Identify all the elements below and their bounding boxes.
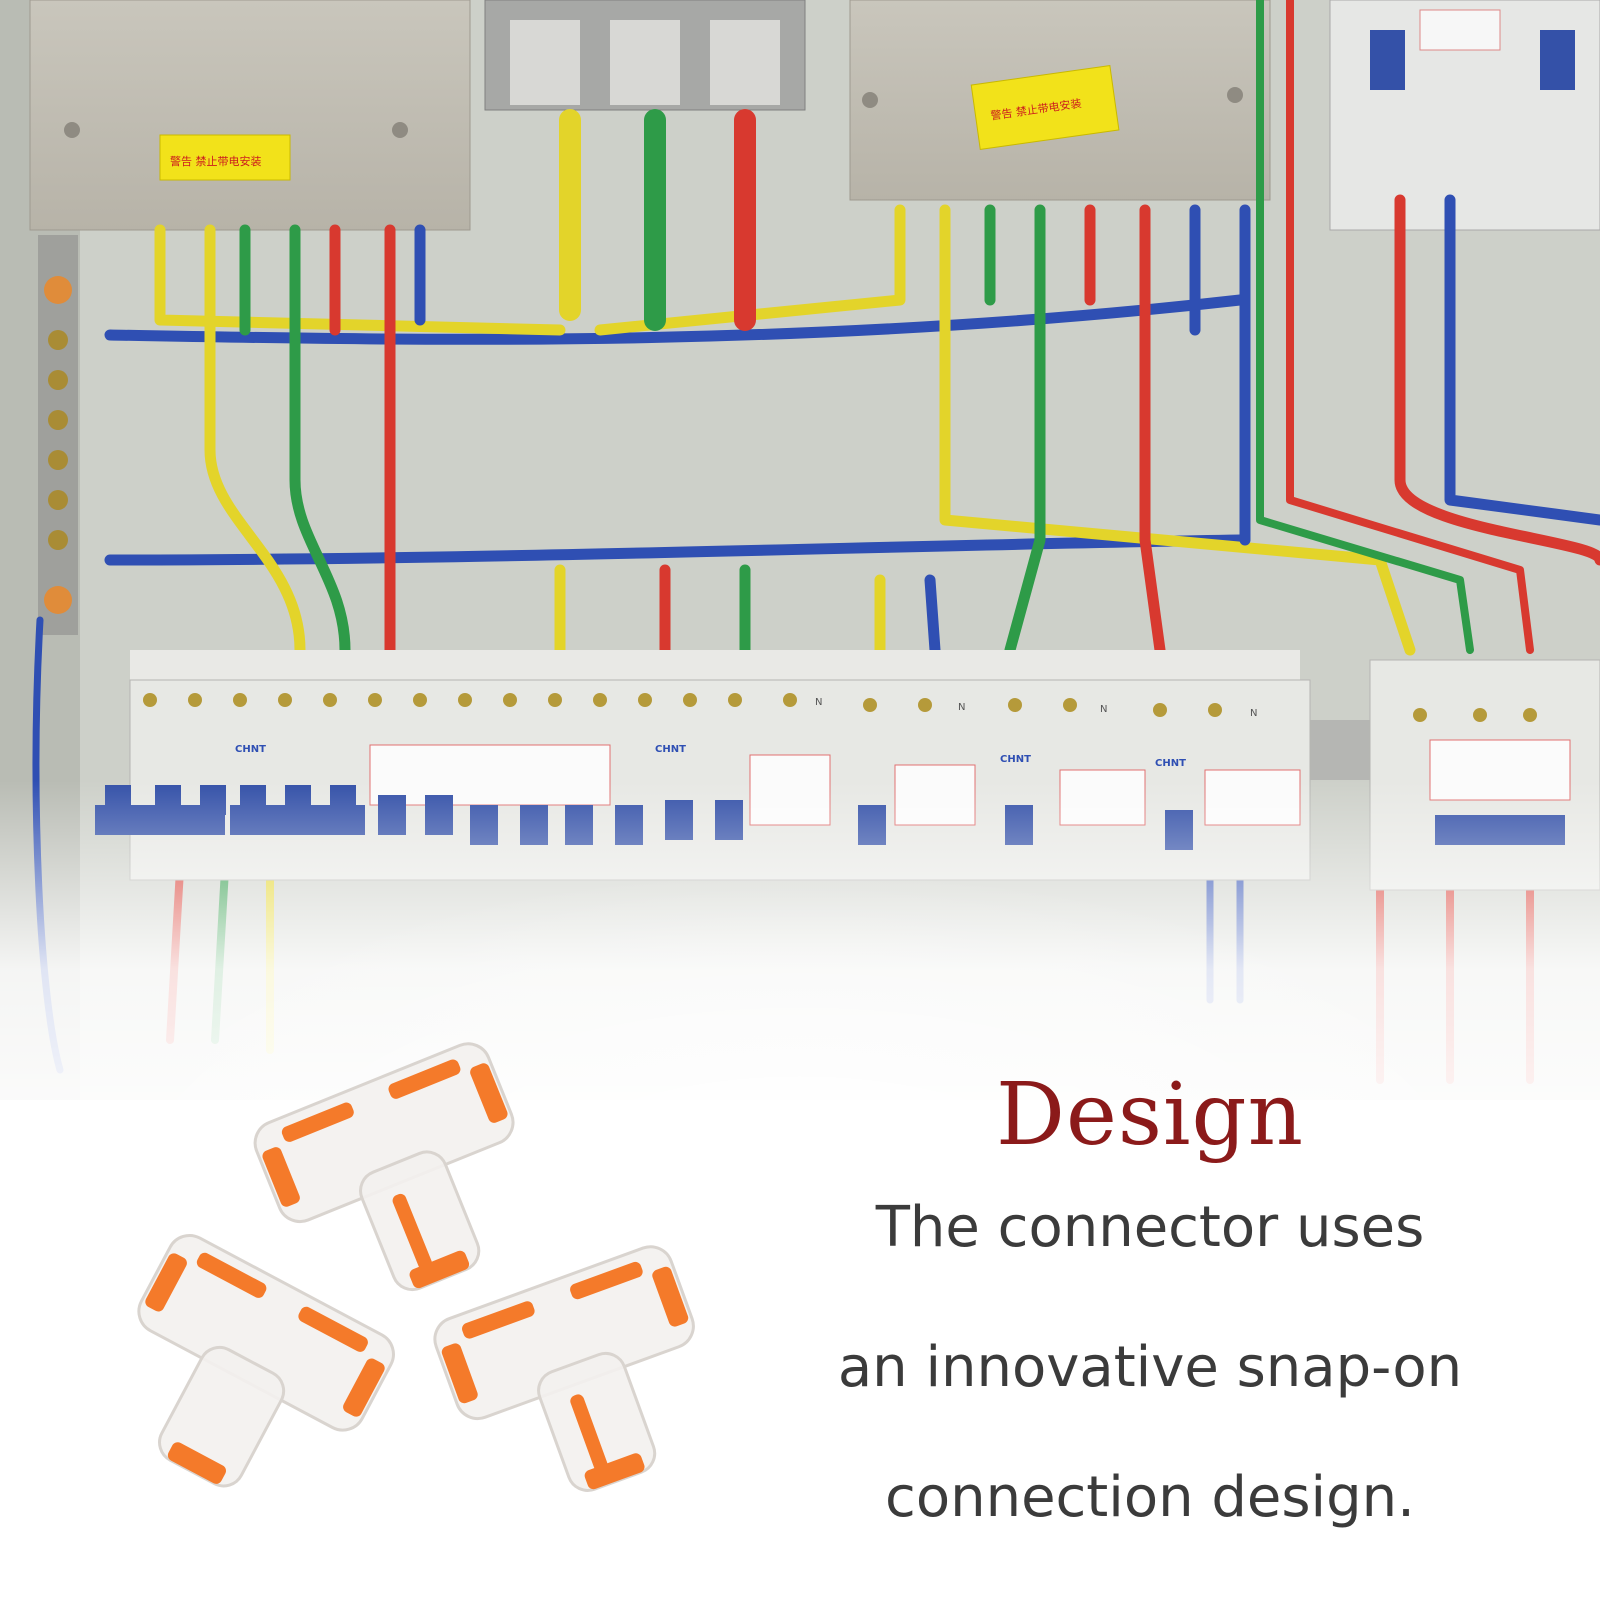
breaker-brand-label: CHNT [655, 744, 686, 755]
terminal-block-top [484, 0, 806, 111]
neutral-mark: N [1100, 704, 1107, 715]
caption-line-2: an innovative snap-on [837, 1335, 1463, 1400]
meter-box-left: 警告 禁止带电安装 [29, 0, 471, 231]
breaker-brand-label: CHNT [1155, 758, 1186, 769]
caption-line-3: connection design. [885, 1465, 1415, 1530]
caption-line-1: The connector uses [875, 1195, 1425, 1260]
svg-text:警告 禁止带电安装: 警告 禁止带电安装 [170, 154, 262, 168]
breaker-group-top-right [1329, 0, 1600, 231]
breaker-brand-label: CHNT [1000, 754, 1031, 765]
design-heading: Design [996, 1065, 1304, 1165]
ground-bar [38, 235, 78, 635]
meter-box-right: 警告 禁止带电安装 [849, 0, 1271, 201]
t-connector-left [137, 1234, 395, 1488]
t-connector-right [433, 1245, 695, 1492]
neutral-mark: N [958, 702, 965, 713]
breaker-brand-label: CHNT [235, 744, 266, 755]
neutral-mark: N [815, 697, 822, 708]
neutral-mark: N [1250, 708, 1257, 719]
t-connector-top [253, 1042, 515, 1292]
